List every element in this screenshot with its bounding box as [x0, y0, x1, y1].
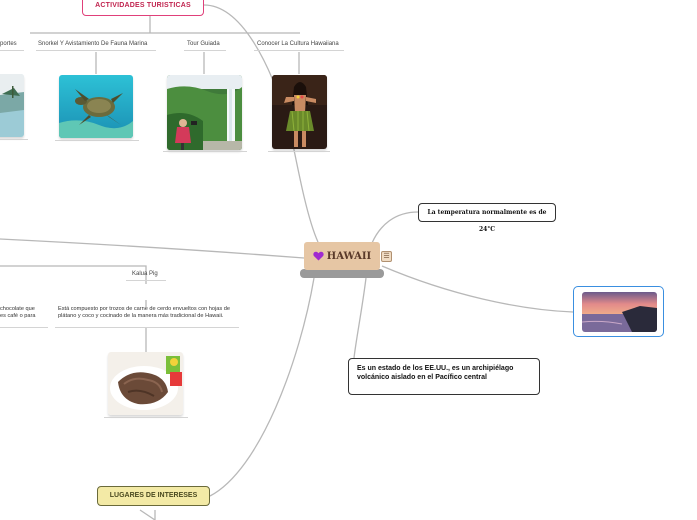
turtle-photo	[59, 75, 133, 138]
node-menu-button[interactable]: ☰	[381, 251, 392, 262]
connector-left-branch	[0, 238, 305, 259]
central-node-label: HAWAII	[326, 250, 372, 262]
kalua-pig-title[interactable]: Kalua Pig	[132, 271, 158, 277]
kalua-pig-photo	[108, 352, 183, 415]
divider	[55, 327, 239, 328]
lugares-de-intereses-topic[interactable]: LUGARES DE INTERESES	[97, 486, 210, 506]
divider	[163, 151, 247, 152]
heart-icon	[313, 251, 324, 261]
divider	[0, 327, 48, 328]
divider	[104, 417, 188, 418]
connector-lugares	[209, 277, 315, 497]
connector-sunset	[381, 265, 574, 313]
connector-estado	[353, 277, 367, 359]
divider	[254, 50, 344, 51]
central-node-shadow	[300, 269, 384, 278]
activity-label-snorkel: Snorkel Y Avistamiento De Fauna Marina	[38, 41, 148, 47]
central-node-hawaii[interactable]: HAWAII	[304, 242, 380, 270]
divider	[126, 280, 166, 281]
divider	[268, 151, 330, 152]
beach-photo	[0, 74, 24, 137]
activity-label-cultura: Conocer La Cultura Hawaiiana	[257, 41, 339, 47]
divider	[0, 139, 28, 140]
connector-temperature	[371, 211, 419, 244]
kalua-pig-description: Está compuesto por trozos de carne de ce…	[58, 306, 230, 319]
sunset-image-node[interactable]	[573, 286, 664, 337]
waterfall-photo	[167, 75, 242, 150]
connector-lugares-children	[139, 509, 156, 520]
food-partial-description: chocolate que es café o para	[0, 306, 36, 319]
activity-label-tour: Tour Guiada	[187, 41, 220, 47]
divider	[0, 50, 24, 51]
connector-food	[0, 265, 147, 284]
divider	[55, 140, 139, 141]
actividades-turisticas-topic[interactable]: ACTIVIDADES TURISTICAS	[82, 0, 204, 16]
divider	[36, 50, 156, 51]
divider	[184, 50, 226, 51]
hula-dancer-photo	[272, 75, 327, 149]
temperature-node[interactable]: La temperatura normalmente es de 24°C	[418, 203, 556, 233]
sunset-photo	[582, 292, 657, 332]
estado-description-node[interactable]: Es un estado de los EE.UU., es un archip…	[348, 358, 540, 395]
activity-label-deportes: portes	[0, 41, 17, 47]
